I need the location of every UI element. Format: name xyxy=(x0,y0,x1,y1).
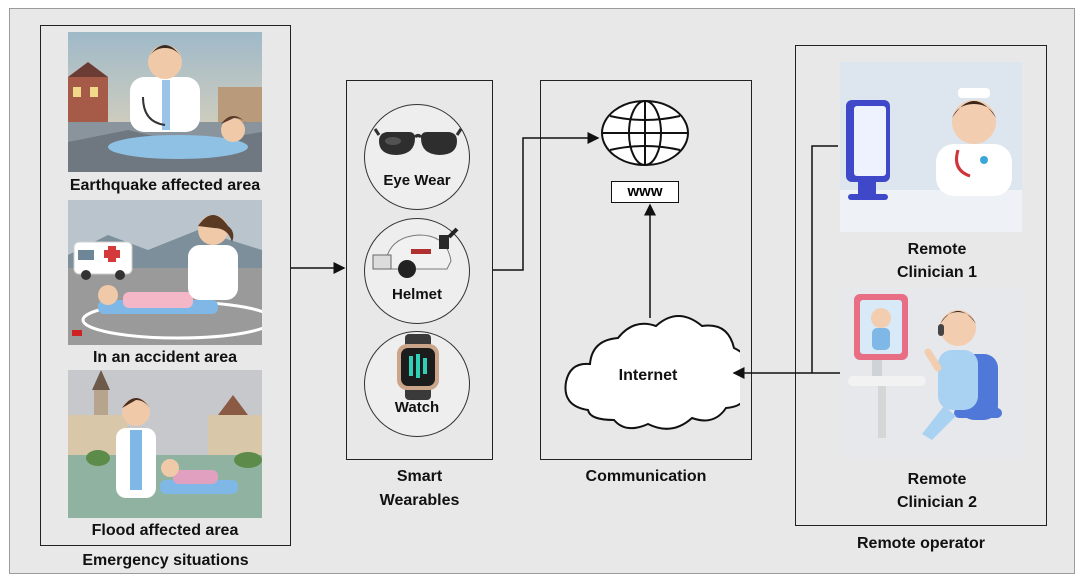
communication-panel-title: Communication xyxy=(585,468,707,485)
earthquake-caption: Earthquake affected area xyxy=(69,177,261,194)
smartwatch-icon xyxy=(397,334,439,400)
communication-panel xyxy=(540,80,752,460)
flood-caption: Flood affected area xyxy=(91,522,239,539)
helmet-circle: Helmet xyxy=(364,218,470,324)
watch-circle: Watch xyxy=(364,331,470,437)
clinician-2-image xyxy=(842,288,1024,458)
wearables-panel xyxy=(346,80,493,460)
clinician-1-line2: Clinician 1 xyxy=(896,264,978,281)
clinician-1-image xyxy=(840,62,1022,232)
clinician-1-link-line xyxy=(811,145,838,373)
www-label: www xyxy=(627,183,663,200)
sunglasses-icon xyxy=(373,128,463,155)
clinician-video-call-icon xyxy=(842,288,1024,458)
watch-label: Watch xyxy=(394,399,440,416)
clinician-2-line2: Clinician 2 xyxy=(896,494,978,511)
cloud-icon xyxy=(564,315,740,430)
helmet-label: Helmet xyxy=(391,286,443,303)
camera-helmet-icon xyxy=(372,227,459,278)
wearables-title-line2: Wearables xyxy=(379,492,460,509)
www-box: www xyxy=(611,181,679,203)
internet-label: Internet xyxy=(618,367,678,384)
accident-scene-image xyxy=(68,200,262,345)
clinician-1-line1: Remote xyxy=(907,241,967,258)
remote-operator-panel xyxy=(795,45,1047,526)
earthquake-scene-image xyxy=(68,32,262,172)
eye-wear-label: Eye Wear xyxy=(383,172,451,189)
globe-icon xyxy=(601,100,689,166)
clinician-monitor-icon xyxy=(840,62,1022,232)
emergency-panel-title: Emergency situations xyxy=(82,552,249,569)
wearables-to-globe-arrow xyxy=(493,132,600,271)
flood-scene-image xyxy=(68,370,262,518)
clinician-2-line1: Remote xyxy=(907,471,967,488)
eye-wear-circle: Eye Wear xyxy=(364,104,470,210)
wearables-title-line1: Smart xyxy=(396,468,443,485)
emergency-panel xyxy=(40,25,291,546)
remote-operator-title: Remote operator xyxy=(856,535,986,552)
accident-caption: In an accident area xyxy=(92,349,238,366)
